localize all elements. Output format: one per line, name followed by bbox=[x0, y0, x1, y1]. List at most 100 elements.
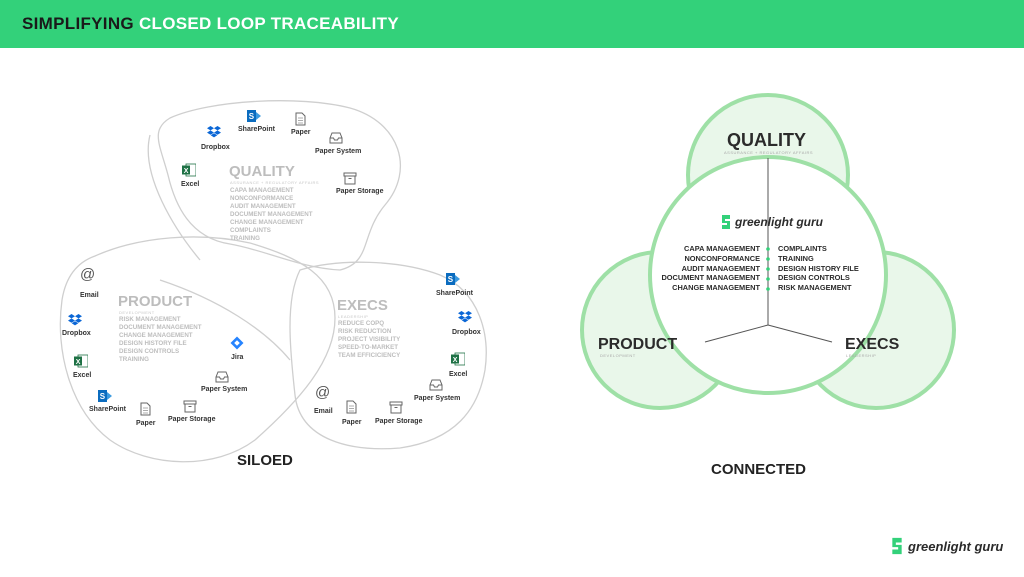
paper-storage-label: Paper Storage bbox=[336, 188, 384, 195]
siloed-quality-list: CAPA MANAGEMENT NONCONFORMANCE AUDIT MAN… bbox=[230, 187, 313, 243]
paper-storage-icon bbox=[389, 400, 403, 414]
paper-system-label: Paper System bbox=[315, 148, 362, 155]
list-item: TRAINING bbox=[778, 253, 814, 263]
jira-label: Jira bbox=[231, 354, 244, 361]
dropbox-label: Dropbox bbox=[201, 144, 230, 151]
list-item: RISK REDUCTION bbox=[338, 328, 392, 335]
sharepoint-label: SharePoint bbox=[238, 126, 275, 133]
list-item: SPEED-TO-MARKET bbox=[338, 344, 399, 351]
list-item: CHANGE MANAGEMENT bbox=[672, 283, 760, 293]
excel-icon: X bbox=[451, 352, 466, 366]
center-logo: greenlight guru bbox=[720, 214, 823, 230]
connected-execs-title: EXECS bbox=[845, 336, 900, 353]
siloed-product-subtitle: DEVELOPMENT bbox=[119, 310, 155, 315]
excel-icon: X bbox=[182, 163, 197, 177]
siloed-product-title: PRODUCT bbox=[118, 293, 193, 310]
siloed-loops bbox=[59, 100, 487, 463]
siloed-caption: SILOED bbox=[237, 452, 293, 469]
list-item: DESIGN CONTROLS bbox=[119, 348, 180, 355]
connector-dots bbox=[766, 247, 770, 291]
sharepoint-icon: S bbox=[446, 272, 460, 286]
svg-text:S: S bbox=[100, 392, 106, 401]
svg-text:S: S bbox=[448, 275, 454, 284]
paper-label: Paper bbox=[291, 129, 311, 136]
list-item: DESIGN HISTORY FILE bbox=[119, 340, 187, 347]
email-label: Email bbox=[314, 408, 333, 415]
list-item: TRAINING bbox=[119, 356, 149, 363]
list-item: PROJECT VISIBILITY bbox=[338, 336, 401, 343]
paper-icon bbox=[138, 402, 152, 416]
paper-label: Paper bbox=[136, 420, 156, 427]
jira-icon bbox=[230, 336, 244, 350]
footer-logo-text: greenlight guru bbox=[908, 538, 1004, 554]
dropbox-icon bbox=[458, 310, 472, 324]
title-part-1: SIMPLIFYING bbox=[22, 14, 139, 33]
list-item: DESIGN CONTROLS bbox=[778, 273, 850, 283]
svg-text:X: X bbox=[184, 168, 189, 175]
svg-text:X: X bbox=[76, 359, 81, 366]
sharepoint-icon: S bbox=[98, 389, 112, 403]
list-item: AUDIT MANAGEMENT bbox=[230, 203, 296, 210]
paper-system-icon bbox=[329, 131, 343, 145]
siloed-quality-subtitle: ASSURANCE + REGULATORY AFFAIRS bbox=[230, 180, 320, 185]
excel-label: Excel bbox=[73, 372, 92, 379]
excel-icon: X bbox=[74, 354, 89, 368]
list-item: DOCUMENT MANAGEMENT bbox=[230, 211, 313, 218]
connected-right-list: COMPLAINTS TRAINING DESIGN HISTORY FILE … bbox=[778, 244, 859, 293]
list-item: NONCONFORMANCE bbox=[684, 253, 760, 263]
connector-loop-b bbox=[159, 279, 291, 361]
email-icon: @ bbox=[80, 266, 96, 283]
paper-storage-icon bbox=[343, 171, 357, 185]
siloed-execs-subtitle: LEADERSHIP bbox=[338, 314, 369, 319]
paper-system-icon bbox=[215, 370, 229, 384]
paper-system-icon bbox=[429, 378, 443, 392]
page-title: SIMPLIFYING CLOSED LOOP TRACEABILITY bbox=[22, 14, 399, 34]
connected-quality-title: QUALITY bbox=[727, 130, 806, 150]
connected-execs-subtitle: LEADERSHIP bbox=[846, 353, 877, 358]
connector-loop-a bbox=[147, 134, 201, 261]
footer-logo: greenlight guru bbox=[890, 536, 1003, 556]
connected-product-subtitle: DEVELOPMENT bbox=[600, 353, 636, 358]
paper-system-label: Paper System bbox=[414, 395, 461, 402]
paper-icon bbox=[293, 112, 307, 126]
excel-label: Excel bbox=[181, 181, 200, 188]
divider-right bbox=[767, 324, 833, 343]
connected-product-title: PRODUCT bbox=[598, 336, 678, 353]
product-loop bbox=[59, 236, 336, 463]
siloed-quality-title: QUALITY bbox=[229, 163, 295, 180]
title-part-2: CLOSED LOOP TRACEABILITY bbox=[138, 14, 399, 33]
list-item: CHANGE MANAGEMENT bbox=[230, 219, 304, 226]
list-item: TRAINING bbox=[230, 235, 260, 242]
list-item: CHANGE MANAGEMENT bbox=[119, 332, 193, 339]
siloed-execs-title: EXECS bbox=[337, 297, 388, 314]
paper-storage-label: Paper Storage bbox=[375, 418, 423, 425]
paper-icon bbox=[344, 400, 358, 414]
paper-system-label: Paper System bbox=[201, 386, 248, 393]
siloed-execs-list: REDUCE COPQ RISK REDUCTION PROJECT VISIB… bbox=[338, 320, 400, 360]
sharepoint-label: SharePoint bbox=[436, 290, 473, 297]
list-item: DESIGN HISTORY FILE bbox=[778, 263, 859, 273]
dropbox-label: Dropbox bbox=[62, 330, 91, 337]
connected-left-list: CAPA MANAGEMENT NONCONFORMANCE AUDIT MAN… bbox=[648, 244, 760, 293]
email-icon: @ bbox=[315, 384, 331, 401]
excel-label: Excel bbox=[449, 371, 468, 378]
list-item: CAPA MANAGEMENT bbox=[230, 187, 294, 194]
dropbox-icon bbox=[207, 125, 221, 139]
sharepoint-icon: S bbox=[247, 109, 261, 123]
sharepoint-label: SharePoint bbox=[89, 406, 126, 413]
greenlight-logo-icon bbox=[722, 215, 730, 229]
list-item: DOCUMENT MANAGEMENT bbox=[119, 324, 202, 331]
list-item: RISK MANAGEMENT bbox=[119, 316, 181, 323]
list-item: COMPLAINTS bbox=[230, 227, 271, 234]
svg-text:S: S bbox=[249, 112, 255, 121]
list-item: COMPLAINTS bbox=[778, 244, 827, 253]
connected-caption: CONNECTED bbox=[711, 461, 807, 478]
list-item: DOCUMENT MANAGEMENT bbox=[661, 273, 760, 283]
dropbox-icon bbox=[68, 313, 82, 327]
list-item: NONCONFORMANCE bbox=[230, 195, 294, 202]
title-banner: SIMPLIFYING CLOSED LOOP TRACEABILITY bbox=[0, 0, 1024, 48]
list-item: TEAM EFFICICIENCY bbox=[338, 352, 401, 359]
execs-loop bbox=[289, 261, 487, 450]
email-label: Email bbox=[80, 292, 99, 299]
